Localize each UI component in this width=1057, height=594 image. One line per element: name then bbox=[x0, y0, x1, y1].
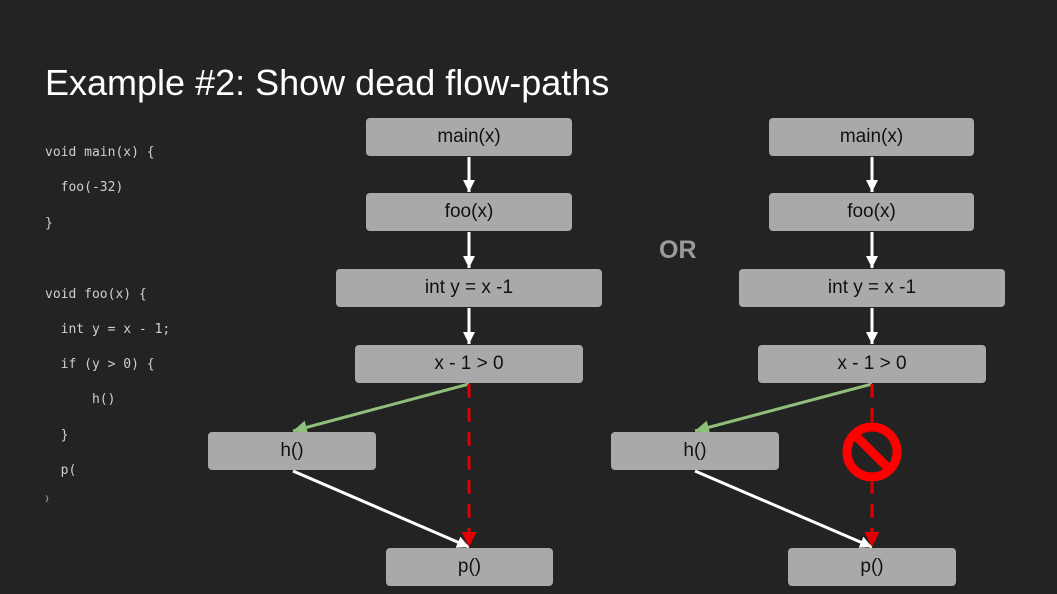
code-line: void main(x) { bbox=[45, 145, 155, 160]
arrow-cond-to-h bbox=[694, 382, 873, 435]
slide-title: Example #2: Show dead flow-paths bbox=[45, 62, 610, 103]
node-h: h() bbox=[611, 432, 779, 470]
code-line: p( bbox=[45, 463, 77, 478]
node-label: int y = x -1 bbox=[827, 277, 917, 298]
node-h: h() bbox=[208, 432, 376, 470]
node-p: p() bbox=[386, 548, 553, 586]
or-label: OR bbox=[659, 236, 697, 264]
prohibited-icon bbox=[842, 422, 902, 482]
node-label: x - 1 > 0 bbox=[434, 353, 504, 374]
node-foo: foo(x) bbox=[366, 193, 572, 231]
code-line: if (y > 0) { bbox=[45, 357, 155, 372]
arrow-h-to-p bbox=[292, 469, 470, 549]
node-label: foo(x) bbox=[847, 201, 896, 222]
arrow-cond-to-h bbox=[292, 382, 470, 435]
node-condition: x - 1 > 0 bbox=[355, 345, 583, 383]
node-label: main(x) bbox=[839, 126, 904, 147]
code-line: } bbox=[45, 428, 69, 443]
node-label: x - 1 > 0 bbox=[837, 353, 907, 374]
node-main: main(x) bbox=[366, 118, 572, 156]
node-p: p() bbox=[788, 548, 956, 586]
node-assign: int y = x -1 bbox=[739, 269, 1005, 307]
node-foo: foo(x) bbox=[769, 193, 974, 231]
code-line: } bbox=[45, 495, 50, 503]
node-label: p() bbox=[860, 556, 884, 577]
node-assign: int y = x -1 bbox=[336, 269, 602, 307]
code-line: } bbox=[45, 216, 53, 231]
node-main: main(x) bbox=[769, 118, 974, 156]
node-label: foo(x) bbox=[444, 201, 494, 222]
code-line: int y = x - 1; bbox=[45, 322, 171, 337]
node-label: h() bbox=[683, 440, 707, 461]
node-label: int y = x -1 bbox=[424, 277, 514, 298]
left-flow-arrows bbox=[292, 157, 477, 549]
node-condition: x - 1 > 0 bbox=[758, 345, 986, 383]
node-label: h() bbox=[280, 440, 304, 461]
code-line: h() bbox=[45, 392, 116, 407]
arrow-h-to-p bbox=[694, 469, 873, 549]
node-label: main(x) bbox=[437, 126, 501, 147]
code-line: foo(-32) bbox=[45, 180, 124, 195]
node-label: p() bbox=[457, 556, 482, 577]
code-line: void foo(x) { bbox=[45, 287, 147, 302]
